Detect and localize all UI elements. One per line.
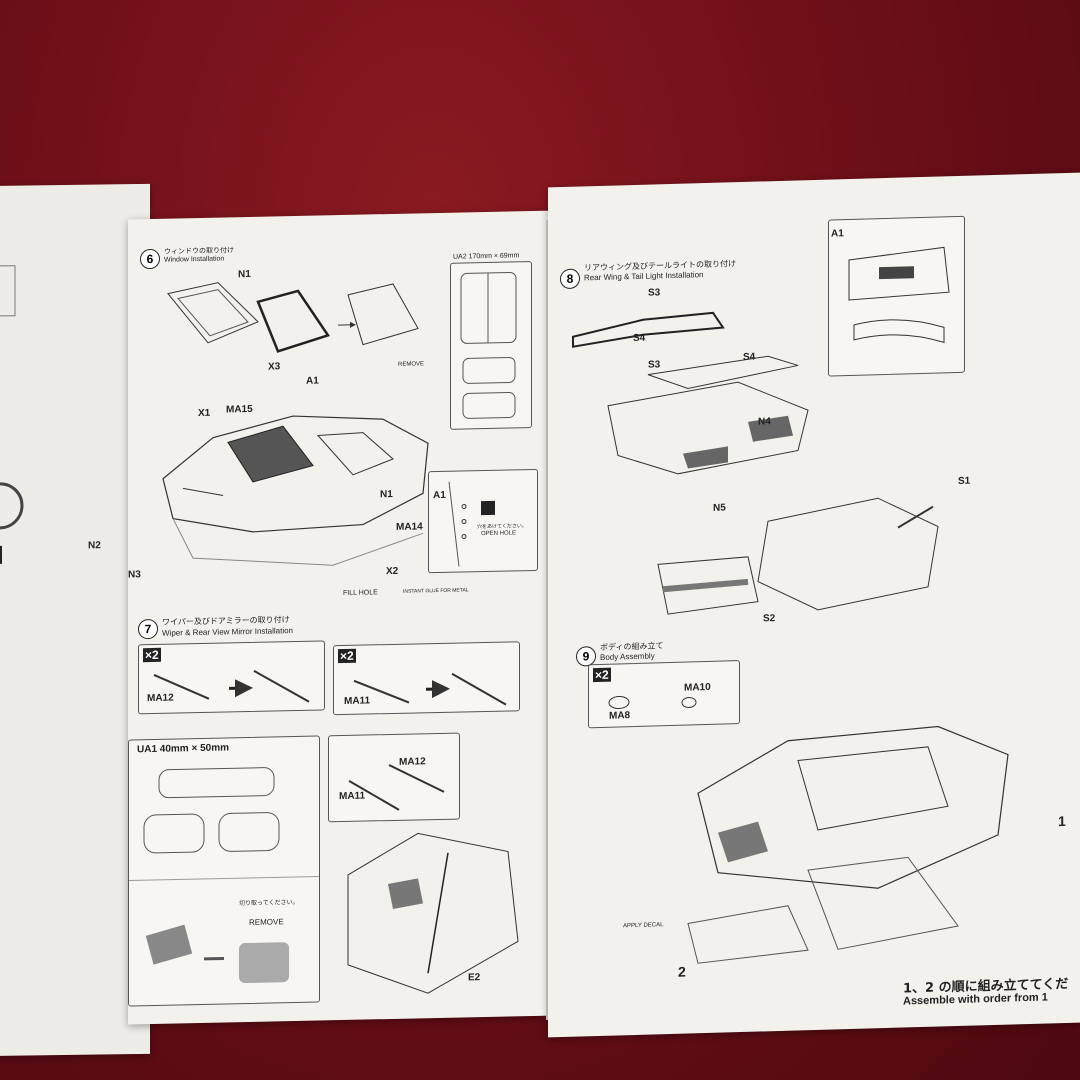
fill-hole-note: FILL HOLE [343, 589, 378, 597]
label-E2: E2 [468, 972, 481, 984]
label-N1: N1 [238, 268, 251, 281]
label-MA11-b: MA11 [339, 790, 366, 803]
cut-note-en: REMOVE [249, 917, 284, 927]
wiper-ma12-drawing [153, 669, 310, 703]
label-MA12: MA12 [147, 692, 174, 705]
previous-page-edge: 10 [0, 183, 150, 1057]
rear-decal-drawing [848, 246, 950, 344]
label-X2: X2 [386, 565, 399, 578]
assembly-order-2: 2 [678, 963, 686, 980]
wiper-glue-box: MA12 MA11 [328, 732, 460, 823]
label-S3-b: S3 [648, 359, 661, 371]
rear-wing-parts [572, 311, 725, 348]
label-N3: N3 [128, 569, 141, 581]
step-8-rear-car [607, 355, 809, 475]
label-N1-lower: N1 [380, 488, 393, 501]
assembly-order-1: 1 [1058, 812, 1066, 830]
open-hole-drawing [448, 481, 495, 567]
right-instruction-page: 8 リアウィング及びテールライトの取り付け Rear Wing & Tail L… [548, 172, 1080, 1038]
ua1-decal-shapes [129, 767, 319, 984]
remove-note: REMOVE [398, 361, 425, 368]
rear-decal-inset: A1 [828, 215, 965, 377]
left-instruction-page: 6 ウィンドウの取り付け Window Installation N1 UA2 … [88, 210, 558, 1025]
step-6-car-body [162, 415, 429, 566]
label-MA10: MA10 [684, 681, 711, 694]
open-hole-en: OPEN HOLE [481, 530, 517, 538]
step-8-title-en: Rear Wing & Tail Light Installation [584, 270, 704, 283]
label-MA15: MA15 [226, 403, 253, 416]
open-hole-inset: A1 穴をあけてください。 OPEN HOLE [428, 468, 538, 574]
step-8-car-side [657, 497, 939, 615]
label-MA14: MA14 [396, 521, 423, 533]
label-S4: S4 [633, 332, 646, 345]
ua2-decal-shapes [460, 272, 517, 419]
step-9-title-en: Body Assembly [600, 651, 655, 662]
body-parts-drawing [608, 695, 697, 709]
label-A1: A1 [306, 375, 319, 387]
step-7-number: 7 [138, 618, 158, 640]
label-X3: X3 [268, 361, 281, 373]
wiper-ma11-box: ×2 MA11 [333, 641, 520, 716]
ua1-decal-sheet: UA1 40mm × 50mm 切り取ってください。 REMOVE [128, 735, 320, 1007]
body-assembly-parts-box: ×2 MA8 MA10 [588, 660, 740, 729]
step-9-body-assembly [687, 725, 1009, 964]
step-6-title-en: Window Installation [164, 255, 225, 264]
label-S2: S2 [763, 613, 776, 625]
edge-page-drawing [0, 265, 24, 565]
ua2-decal-sheet: UA2 170mm × 69mm [450, 252, 532, 430]
wiper-glue-drawing [348, 764, 445, 811]
label-N4: N4 [758, 416, 771, 428]
step-6-number: 6 [140, 248, 160, 270]
label-X1: X1 [198, 407, 211, 420]
label-S3: S3 [648, 287, 661, 299]
window-parts-diagram [167, 282, 419, 353]
label-MA12-b: MA12 [399, 756, 426, 768]
label-S4-b: S4 [743, 351, 756, 363]
open-hole-jp: 穴をあけてください。 [477, 523, 527, 531]
label-N2: N2 [88, 540, 101, 552]
wiper-ma11-drawing [353, 672, 507, 706]
label-S1: S1 [958, 475, 971, 487]
step-7-car-front [347, 832, 519, 994]
label-MA8: MA8 [609, 710, 631, 722]
cut-note-jp: 切り取ってください。 [239, 898, 299, 908]
label-MA11: MA11 [344, 695, 371, 707]
glue-note: INSTANT GLUE FOR METAL [403, 587, 469, 595]
apply-decal-note: APPLY DECAL [623, 922, 664, 930]
step-8-number: 8 [560, 268, 580, 290]
ua2-label: UA2 170mm × 69mm [453, 252, 520, 261]
step-7-title-en: Wiper & Rear View Mirror Installation [162, 626, 294, 638]
wiper-ma12-box: ×2 MA12 [138, 640, 325, 715]
